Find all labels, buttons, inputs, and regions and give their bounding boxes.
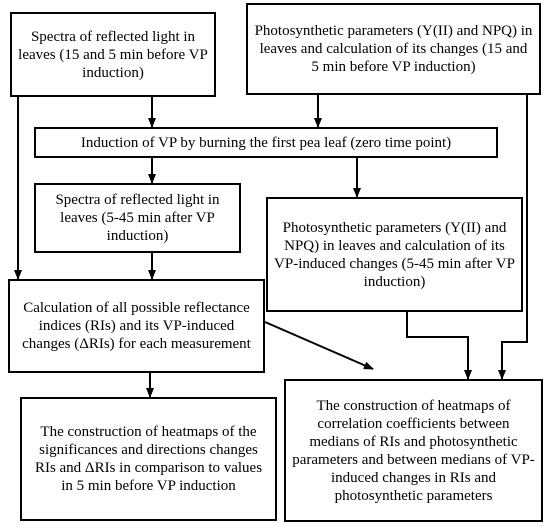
box-photosynthetic-after-vp: Photosynthetic parameters (Y(II) and NPQ… — [266, 197, 523, 312]
arrow-calculation-to-correlation-heatmap — [264, 321, 374, 370]
box-vp-induction: Induction of VP by burning the first pea… — [34, 127, 498, 158]
box-photosynthetic-before-vp: Photosynthetic parameters (Y(II) and NPQ… — [246, 3, 541, 95]
arrow-photo-before-to-correlation-heatmap — [498, 95, 528, 380]
box-reflectance-indices-calculation: Calculation of all possible reflectance … — [8, 279, 265, 373]
box-correlation-heatmaps-text: The construction of heatmaps of correlat… — [292, 397, 535, 504]
box-significance-heatmaps: The construction of heatmaps of the sign… — [20, 397, 277, 521]
box-photosynthetic-before-vp-text: Photosynthetic parameters (Y(II) and NPQ… — [254, 23, 533, 75]
box-correlation-heatmaps: The construction of heatmaps of correlat… — [284, 379, 543, 522]
box-significance-heatmaps-text: The construction of heatmaps of the sign… — [34, 424, 263, 494]
box-reflectance-indices-calculation-text: Calculation of all possible reflectance … — [22, 300, 251, 352]
box-spectra-after-vp: Spectra of reflected light in leaves (5-… — [34, 183, 241, 253]
box-spectra-before-vp-text: Spectra of reflected light in leaves (15… — [18, 28, 208, 81]
box-spectra-before-vp: Spectra of reflected light in leaves (15… — [10, 12, 216, 97]
box-spectra-after-vp-text: Spectra of reflected light in leaves (5-… — [55, 192, 220, 244]
box-photosynthetic-after-vp-text: Photosynthetic parameters (Y(II) and NPQ… — [274, 219, 515, 290]
box-vp-induction-text: Induction of VP by burning the first pea… — [80, 134, 452, 151]
arrow-photo-after-to-correlation-heatmap — [406, 312, 472, 380]
